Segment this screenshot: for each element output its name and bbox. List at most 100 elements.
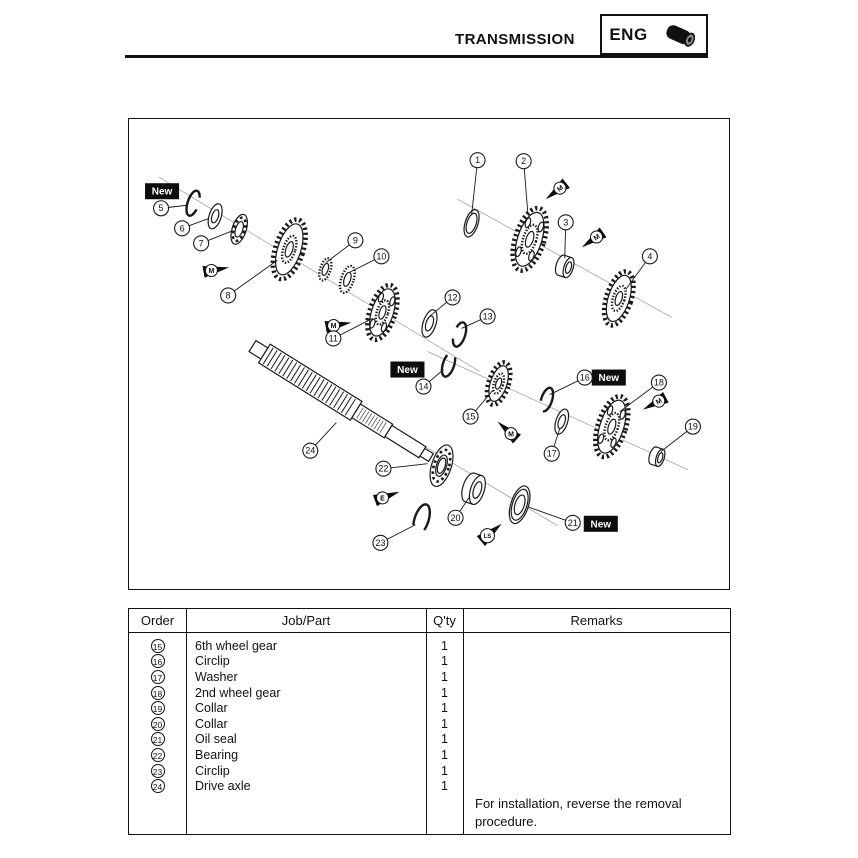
part-name: Washer: [195, 669, 238, 684]
order-number: 22: [150, 747, 165, 762]
part-6-washer: [207, 203, 223, 230]
callout-20: 20: [447, 496, 470, 526]
grease-marker-icon: M: [497, 421, 521, 444]
table-header-row: Order Job/Part Q'ty Remarks: [129, 609, 730, 633]
ls-grease-marker-icon: LS: [476, 523, 502, 547]
page-title: TRANSMISSION: [455, 31, 575, 48]
new-badge: New: [591, 369, 626, 386]
column-divider: [463, 609, 465, 834]
part-name: Collar: [195, 716, 228, 731]
part-name: 2nd wheel gear: [195, 685, 281, 700]
svg-text:E: E: [380, 496, 385, 503]
svg-text:8: 8: [226, 290, 231, 300]
engine-icon-graphic: [665, 24, 695, 47]
svg-text:14: 14: [418, 382, 428, 392]
svg-text:10: 10: [376, 251, 386, 261]
circlip-23: [411, 503, 431, 537]
part-9-washer: [318, 257, 333, 282]
header-order: Order: [140, 613, 175, 628]
callout-1: 1: [469, 152, 486, 216]
grease-marker-icon: M: [545, 178, 570, 200]
order-number: 23: [150, 763, 165, 778]
column-divider: [186, 609, 188, 834]
callout-14: 14: [415, 369, 444, 395]
header-remarks: Remarks: [570, 613, 623, 628]
part-qty: 1: [441, 654, 448, 669]
drive-axle: [248, 339, 435, 463]
part-8-gear: [270, 217, 308, 282]
part-1-washer: [463, 209, 480, 238]
header-qty: Q'ty: [433, 613, 456, 628]
part-10-washer: [338, 264, 356, 295]
callout-16: 16: [549, 369, 593, 395]
svg-text:M: M: [593, 233, 602, 242]
callout-10: 10: [349, 248, 390, 273]
grease-marker-icon: M: [324, 319, 352, 333]
callout-18: 18: [619, 374, 667, 412]
diagram-panel: M M M M M M E LS: [128, 118, 730, 590]
part-qty: 1: [441, 669, 448, 684]
callout-11: 11: [325, 318, 373, 347]
part-qty: 1: [441, 747, 448, 762]
part-3-collar: [554, 254, 575, 279]
svg-text:M: M: [208, 268, 214, 275]
eng-badge: ENG: [600, 14, 657, 55]
part-name: Circlip: [195, 763, 230, 778]
callout-9: 9: [326, 232, 364, 263]
callout-15: 15: [462, 390, 493, 425]
callout-8: 8: [220, 259, 278, 304]
svg-text:LS: LS: [484, 534, 492, 540]
svg-text:M: M: [556, 184, 565, 193]
new-badge: New: [390, 361, 425, 378]
callout-2: 2: [515, 153, 532, 212]
svg-text:24: 24: [305, 446, 315, 456]
part-12-washer: [421, 309, 438, 338]
callout-23: 23: [372, 524, 416, 551]
part-name: Collar: [195, 701, 228, 716]
svg-text:20: 20: [451, 513, 461, 523]
part-5-circlip: [185, 189, 201, 217]
sixth-wheel-gear: [484, 360, 513, 407]
order-number: 18: [150, 685, 165, 700]
callout-5: 5: [152, 200, 188, 217]
order-number: 19: [150, 701, 165, 716]
installation-note: For installation, reverse the removal pr…: [475, 796, 682, 829]
part-14-circlip: [440, 351, 457, 378]
svg-text:6: 6: [180, 223, 185, 233]
svg-text:2: 2: [521, 156, 526, 166]
part-13-circlip: [451, 321, 468, 348]
svg-text:21: 21: [568, 518, 578, 528]
svg-text:11: 11: [329, 333, 338, 343]
svg-text:16: 16: [580, 373, 590, 383]
part-qty: 1: [441, 716, 448, 731]
header-job-part: Job/Part: [281, 613, 331, 628]
callout-12: 12: [429, 289, 461, 317]
callout-24: 24: [302, 422, 337, 459]
svg-text:New: New: [397, 365, 418, 376]
oil-seal-21: [508, 485, 531, 525]
engine-icon: [655, 14, 708, 55]
order-number: 20: [150, 716, 165, 731]
svg-text:15: 15: [466, 412, 476, 422]
table-row: 20 Collar 1: [129, 716, 730, 732]
svg-text:22: 22: [378, 464, 388, 474]
part-qty: 1: [441, 732, 448, 747]
svg-text:M: M: [655, 398, 664, 407]
svg-text:M: M: [508, 431, 514, 438]
svg-text:12: 12: [448, 292, 458, 302]
exploded-view-diagram: M M M M M M E LS: [145, 152, 702, 551]
svg-text:19: 19: [688, 422, 698, 432]
order-number: 24: [150, 779, 165, 794]
column-divider: [426, 609, 428, 834]
svg-text:9: 9: [353, 235, 358, 245]
